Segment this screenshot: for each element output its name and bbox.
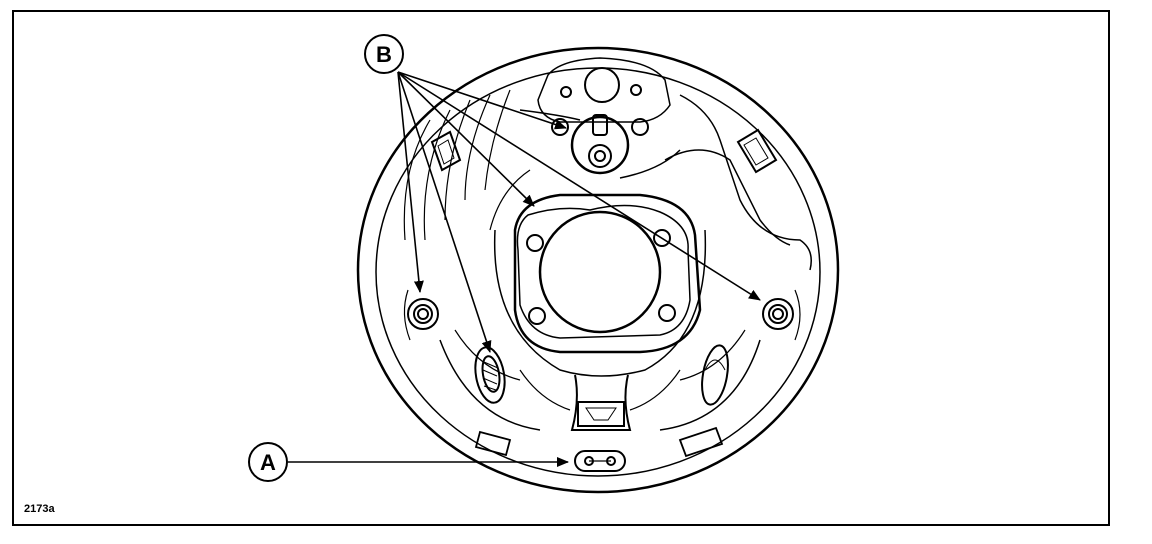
callout-b-label: B (376, 42, 392, 67)
left-lower-spring (474, 346, 506, 404)
figure-id-label: 2173a (24, 503, 55, 515)
wheel-cylinder (537, 57, 671, 175)
leader-b-left-bolt (397, 71, 424, 293)
leader-b-right-bolt (397, 71, 761, 301)
figure-frame (12, 10, 1110, 526)
hub-mount (513, 193, 702, 354)
callout-b-leaders (397, 71, 761, 353)
lower-right-slot (678, 426, 724, 458)
right-anchor-bolt (762, 289, 801, 341)
backplate-outer-rim (356, 46, 840, 494)
callout-a-circle (248, 442, 288, 482)
leader-b-cylinder (397, 71, 567, 130)
upper-left-slot (430, 130, 462, 172)
lower-left-slot (474, 430, 512, 457)
left-anchor-bolt (403, 289, 439, 341)
right-lower-pad (701, 344, 729, 406)
drain-slot (574, 450, 626, 472)
backplate-inner-rim (375, 67, 821, 477)
callout-b: B (364, 34, 404, 74)
leader-b-spring (397, 71, 492, 353)
leader-b-hub (397, 71, 535, 207)
upper-right-slot (736, 128, 778, 174)
callout-a: A (248, 442, 288, 482)
callout-b-circle (364, 34, 404, 74)
backplate (356, 46, 840, 494)
lower-web (570, 374, 632, 431)
callout-a-label: A (260, 450, 276, 475)
